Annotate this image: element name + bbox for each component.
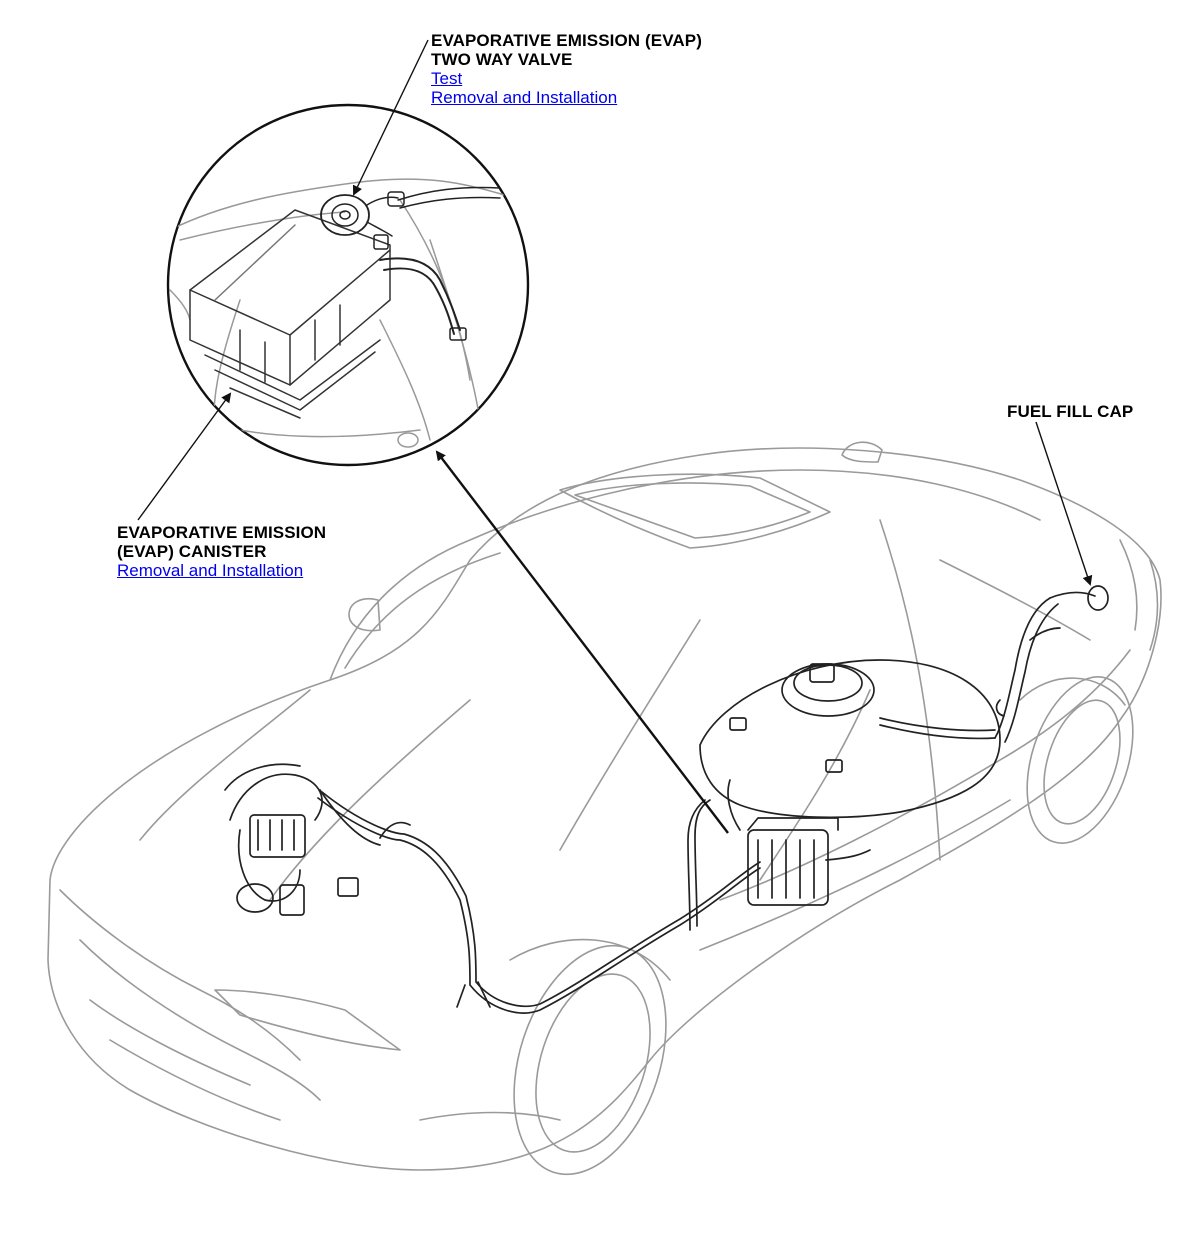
callout-canister: EVAPORATIVE EMISSION (EVAP) CANISTER Rem… xyxy=(117,523,326,580)
two-way-valve-removal-link[interactable]: Removal and Installation xyxy=(431,88,618,107)
leader-line-fuel-fill-cap xyxy=(1035,421,1093,586)
callout-fuel-fill-cap: FUEL FILL CAP xyxy=(1007,402,1133,421)
leader-lines xyxy=(137,39,1093,834)
canister-title-line1: EVAPORATIVE EMISSION xyxy=(117,523,327,542)
zoom-inset xyxy=(166,103,530,467)
canister-title-line2: (EVAP) CANISTER xyxy=(117,542,267,561)
leader-line-canister xyxy=(137,392,232,521)
two-way-valve-title-line2: TWO WAY VALVE xyxy=(431,50,573,69)
car-body xyxy=(47,441,1162,1176)
location-arrow xyxy=(435,450,729,834)
evap-components xyxy=(224,585,1109,1014)
callout-two-way-valve: EVAPORATIVE EMISSION (EVAP) TWO WAY VALV… xyxy=(431,31,702,107)
fuel-fill-cap-title: FUEL FILL CAP xyxy=(1007,402,1134,421)
canister-removal-link[interactable]: Removal and Installation xyxy=(117,561,304,580)
two-way-valve-test-link[interactable]: Test xyxy=(431,69,463,88)
leader-line-two-way-valve xyxy=(352,39,429,196)
two-way-valve-title-line1: EVAPORATIVE EMISSION (EVAP) xyxy=(431,31,702,50)
